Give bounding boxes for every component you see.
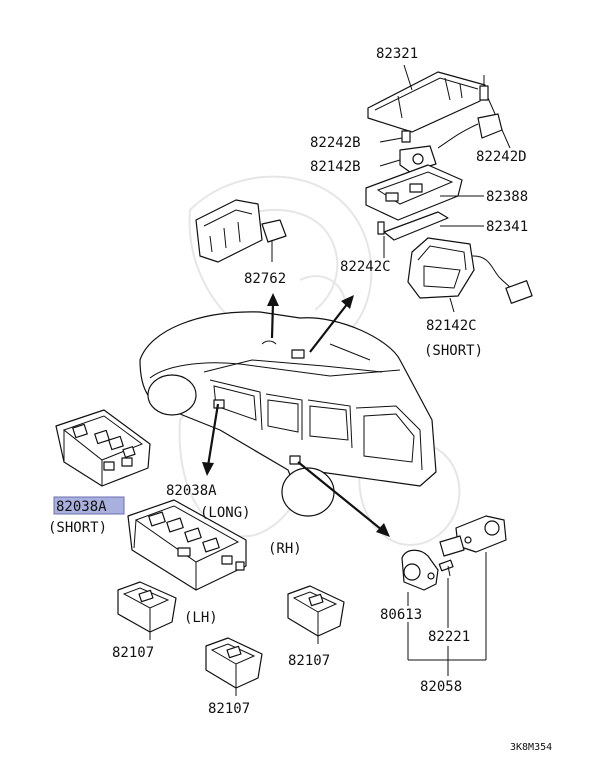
label-rh: (RH) <box>268 541 302 557</box>
arrow-to-door-switch <box>297 461 390 537</box>
label-82762: 82762 <box>244 271 286 287</box>
label-82038a-left: 82038A <box>56 499 107 515</box>
screw-82242d <box>479 75 489 101</box>
label-diagram-code: 3K8M354 <box>510 742 552 753</box>
screw-82221 <box>438 559 454 577</box>
door-switch-80613 <box>401 549 439 591</box>
leader-82142c <box>449 297 455 313</box>
label-82107-c: 82107 <box>288 653 330 669</box>
leader-82321 <box>403 64 413 91</box>
label-short-left: (SHORT) <box>48 520 107 536</box>
label-82058: 82058 <box>420 679 462 695</box>
lens-82341 <box>377 211 449 241</box>
door-switch-82058 <box>439 515 507 557</box>
leader-82242b <box>379 137 403 143</box>
label-82321: 82321 <box>376 46 418 62</box>
lamp-housing-82388 <box>365 164 463 221</box>
single-switch-82107-lh <box>117 581 177 633</box>
bulb-socket-82242 <box>437 113 503 149</box>
label-long: (LONG) <box>200 505 251 521</box>
single-switch-82107-rh <box>287 585 345 637</box>
label-82242b: 82242B <box>310 135 361 151</box>
label-lh: (LH) <box>184 610 218 626</box>
relay-box-82762 <box>195 199 287 263</box>
bracket-82321 <box>367 71 486 133</box>
label-82388: 82388 <box>486 189 528 205</box>
leader-82142b <box>379 159 401 167</box>
window-switch-short <box>55 409 151 487</box>
label-82142c: 82142C <box>426 318 477 334</box>
window-switch-long <box>127 499 247 591</box>
screw-82242b <box>401 130 411 143</box>
label-82242d: 82242D <box>476 149 527 165</box>
cargo-lamp-82142c <box>407 237 533 304</box>
single-switch-82107-center <box>205 637 263 689</box>
label-82142b: 82142B <box>310 159 361 175</box>
highlight-82038a <box>53 496 125 515</box>
label-82107-b: 82107 <box>208 701 250 717</box>
label-82107-a: 82107 <box>112 645 154 661</box>
arrow-to-switch-panel <box>202 403 220 476</box>
leaders-82058-group <box>407 552 487 676</box>
label-82341: 82341 <box>486 219 528 235</box>
arrow-to-cargo-lamp <box>309 295 354 353</box>
label-short-right: (SHORT) <box>424 343 483 359</box>
label-82038a-center: 82038A <box>166 483 217 499</box>
label-80613: 80613 <box>380 607 422 623</box>
arrow-to-relay <box>267 293 279 339</box>
label-82221: 82221 <box>428 629 470 645</box>
label-82242c: 82242C <box>340 259 391 275</box>
